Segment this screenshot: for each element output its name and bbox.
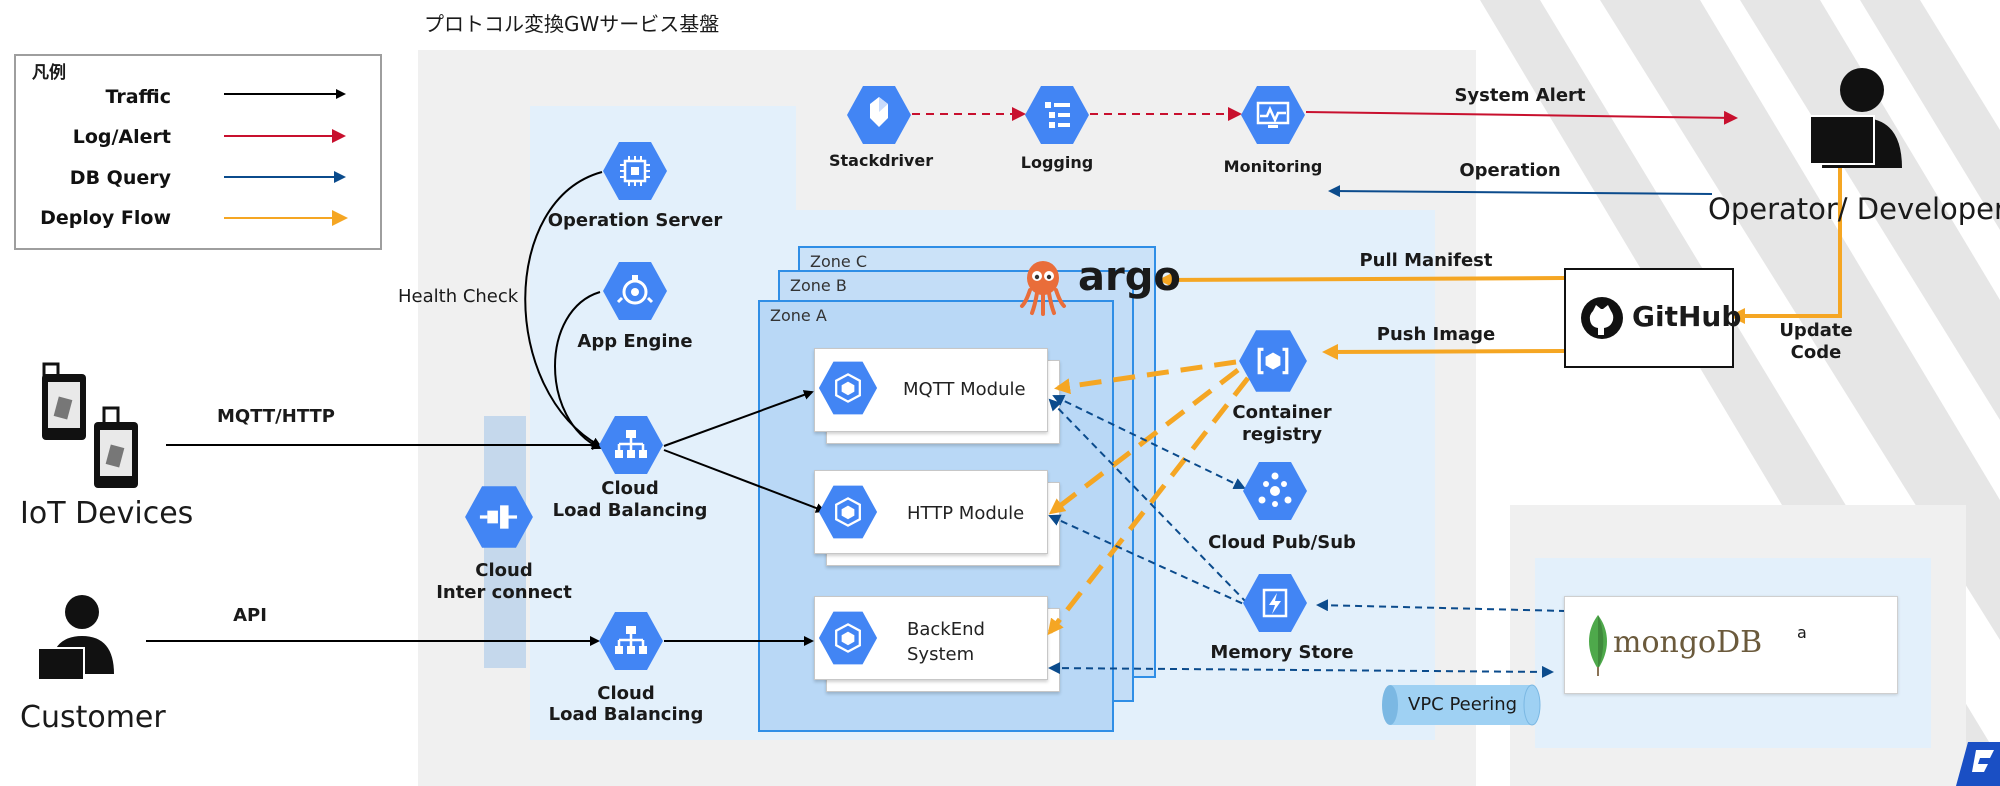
legend-item-traffic: Traffic (105, 86, 171, 108)
customer-icon (37, 595, 114, 680)
github-box[interactable]: GitHub (1564, 268, 1741, 368)
vpc-peering-icon (1382, 684, 1541, 726)
edge-system-alert (1305, 110, 1738, 125)
edge-label-health-check: Health Check (398, 286, 519, 307)
lb2-label-line2: Load Balancing (548, 704, 704, 725)
lb1-label-line2: Load Balancing (552, 500, 708, 521)
mongodb-mark: a (1797, 623, 1807, 642)
github-label: GitHub (1632, 300, 1742, 333)
arrow-lb-to-http (663, 449, 826, 513)
mongodb-box[interactable]: mongoDB a (1564, 596, 1898, 694)
github-octocat-icon (1581, 297, 1623, 339)
legend-item-deploy-flow: Deploy Flow (40, 207, 171, 229)
lb2-label-line1: Cloud (597, 683, 655, 704)
load-balancing-icon-1[interactable] (598, 412, 664, 478)
edge-label-push-image: Push Image (1376, 324, 1496, 345)
cloud-pubsub-label: Cloud Pub/Sub (1208, 532, 1356, 553)
memory-store-icon[interactable] (1242, 570, 1308, 636)
legend-heading: 凡例 (32, 63, 66, 83)
arrow-healthcheck-opserver (524, 171, 603, 447)
operator-icon (1809, 68, 1902, 168)
edge-label-update-line2: Code (1790, 342, 1842, 363)
backend-system-icon (818, 611, 878, 665)
arrow-healthcheck-appengine (554, 291, 602, 450)
mqtt-module-label: MQTT Module (903, 379, 1026, 400)
edge-label-update-line1: Update (1779, 320, 1853, 341)
legend-item-log-alert: Log/Alert (72, 126, 171, 148)
stackdriver-label: Stackdriver (829, 151, 934, 170)
backend-label-line1: BackEnd (907, 619, 985, 640)
iot-devices-label: IoT Devices (20, 496, 194, 531)
edge-label-operation: Operation (1459, 160, 1561, 181)
edge-label-pull-manifest: Pull Manifest (1359, 250, 1493, 271)
iot-devices-icon (42, 362, 138, 488)
legend-item-db-query: DB Query (69, 167, 171, 189)
monitoring-label: Monitoring (1223, 157, 1323, 176)
edge-registry-to-mqtt (1054, 359, 1237, 395)
mqtt-module-icon (818, 361, 878, 415)
app-engine-icon[interactable] (602, 258, 668, 324)
edge-label-mqtt-http: MQTT/HTTP (217, 406, 335, 427)
memory-store-label: Memory Store (1210, 642, 1354, 663)
edge-label-api: API (233, 605, 267, 626)
corner-logo-icon (1956, 742, 2000, 786)
operation-server-icon[interactable] (602, 138, 668, 204)
lb1-label-line1: Cloud (601, 478, 659, 499)
edge-operation (1328, 185, 1713, 198)
edge-pull-manifest (1158, 271, 1565, 288)
container-registry-label-line2: registry (1241, 424, 1323, 445)
interconnect-label-line1: Cloud (475, 560, 533, 581)
edge-http-to-memstore (1048, 514, 1249, 607)
container-registry-icon[interactable] (1238, 326, 1308, 396)
logging-label: Logging (1020, 153, 1094, 172)
customer-label: Customer (20, 700, 166, 735)
operation-server-label: Operation Server (547, 210, 723, 231)
http-module-label: HTTP Module (907, 503, 1025, 524)
http-module-icon (818, 485, 878, 539)
load-balancing-icon-2[interactable] (598, 608, 664, 674)
app-engine-label: App Engine (577, 331, 693, 352)
container-registry-label-line1: Container (1232, 402, 1332, 423)
vpc-peering-label: VPC Peering (1408, 694, 1518, 715)
edge-update-code (1729, 166, 1842, 324)
stackdriver-icon[interactable] (846, 82, 912, 148)
edge-label-system-alert: System Alert (1454, 85, 1586, 106)
interconnect-label-line2: Inter connect (436, 582, 572, 603)
edge-push-image (1322, 343, 1565, 360)
operator-developer-label: Operator/ Developer (1708, 192, 2000, 226)
cloud-interconnect-icon[interactable] (464, 482, 534, 552)
arrow-lb-to-mqtt (663, 390, 814, 447)
mongodb-label: mongoDB (1613, 625, 1763, 660)
logging-icon[interactable] (1024, 82, 1090, 148)
edge-mongo-to-memstore (1316, 599, 1567, 612)
cloud-pubsub-icon[interactable] (1242, 458, 1308, 524)
mongodb-leaf-icon (1589, 615, 1607, 676)
argo-logo-text: argo (1078, 254, 1181, 300)
page-title: プロトコル変換GWサービス基盤 (424, 12, 720, 36)
monitoring-icon[interactable] (1240, 82, 1306, 148)
argo-octopus-icon (1020, 261, 1066, 316)
backend-label-line2: System (907, 644, 975, 665)
edge-backend-to-mongo (1048, 662, 1554, 678)
